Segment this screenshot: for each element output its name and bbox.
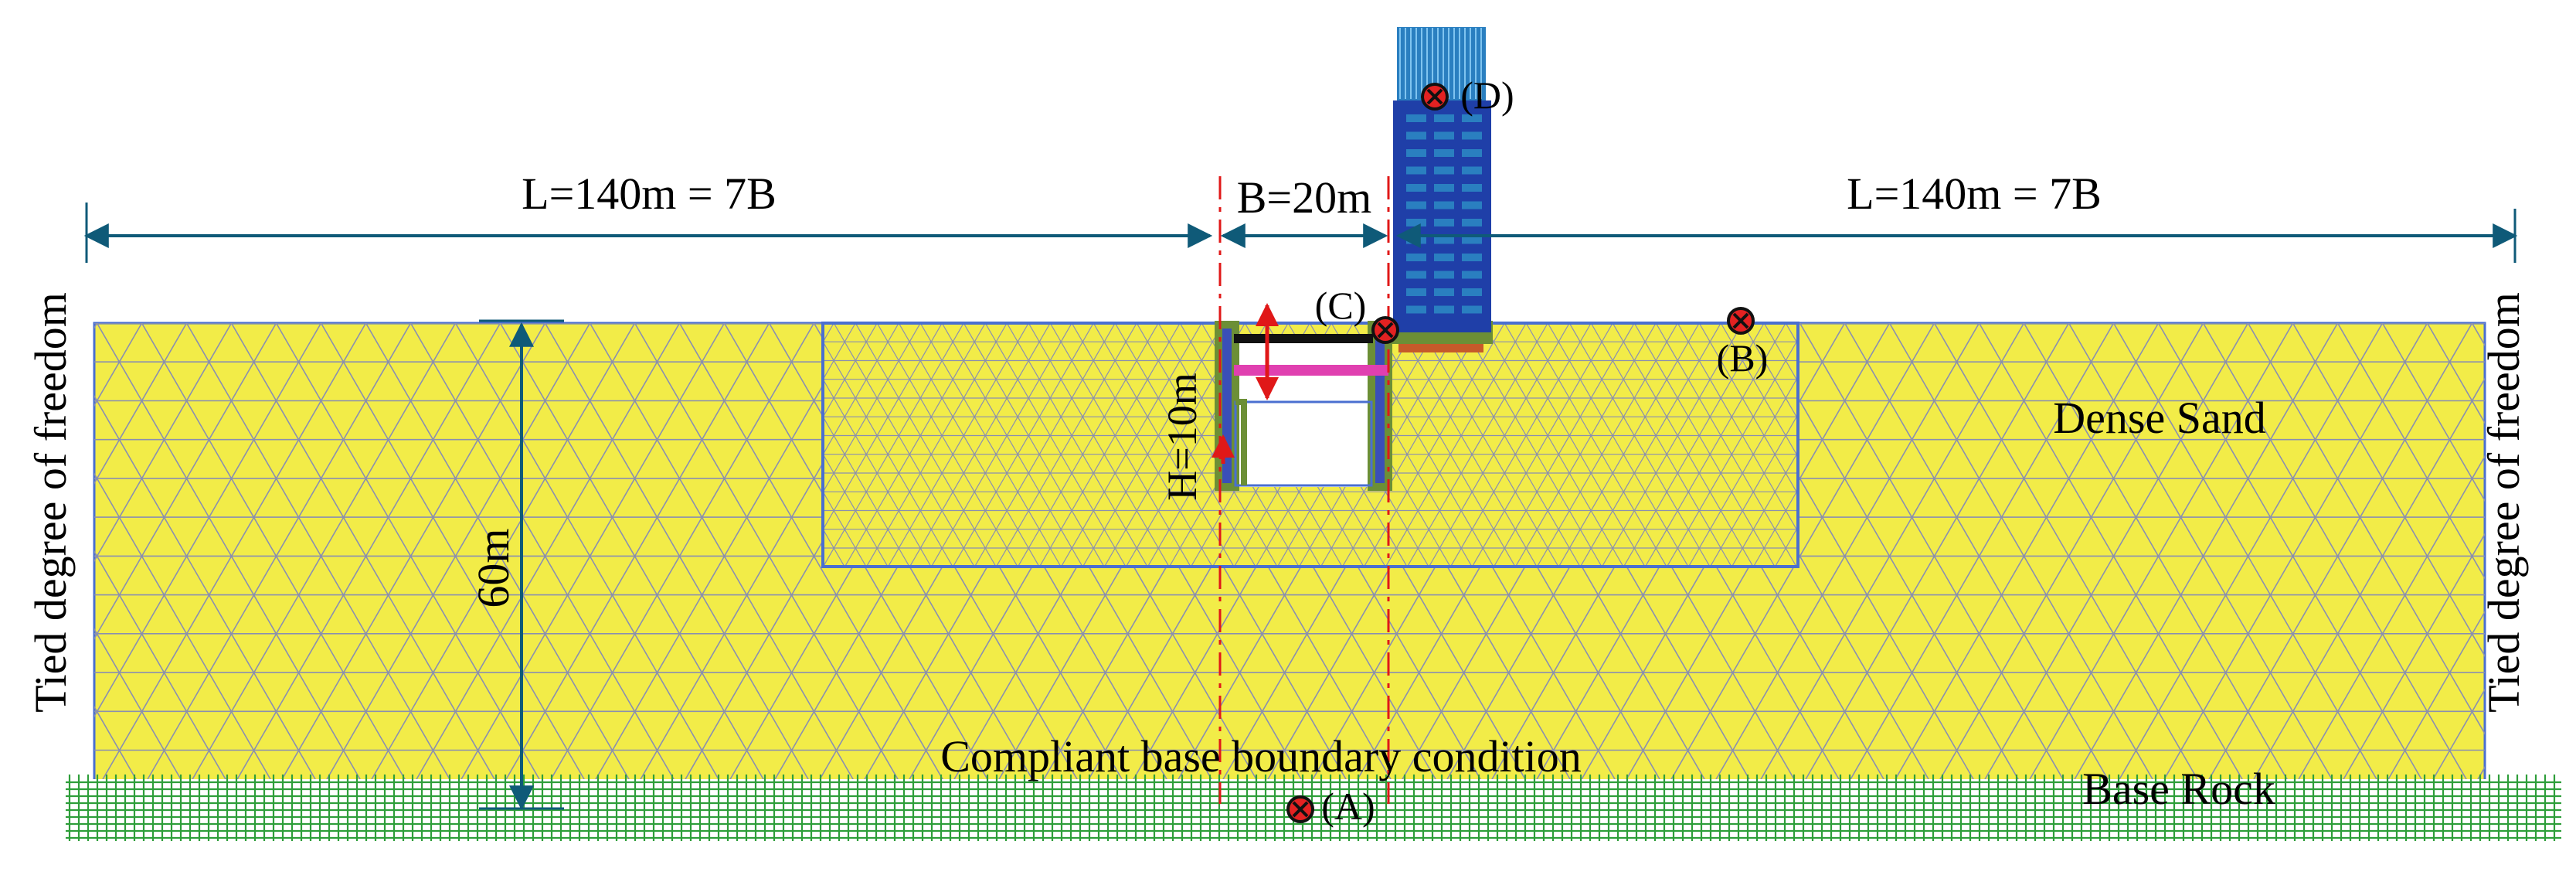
base-condition-label: Compliant base boundary condition xyxy=(940,731,1582,781)
refined-mesh-zone xyxy=(821,322,1799,568)
point-b-marker xyxy=(1727,307,1755,335)
point-a-marker xyxy=(1286,795,1314,823)
wall-height-label: H=10m xyxy=(1159,373,1205,500)
right-span-label: L=140m = 7B xyxy=(1847,169,2102,219)
right-boundary-label: Tied degree of freedom xyxy=(2479,292,2529,713)
excavation-pit xyxy=(1215,321,1392,491)
left-boundary-label: Tied degree of freedom xyxy=(25,292,76,713)
building-roof-lines xyxy=(1399,28,1482,99)
point-d-marker xyxy=(1421,83,1449,111)
soil-name-label: Dense Sand xyxy=(2053,393,2265,443)
point-c-label: (C) xyxy=(1315,284,1367,327)
excavation-void xyxy=(1234,340,1373,487)
left-span-label: L=140m = 7B xyxy=(522,169,777,219)
point-c-marker xyxy=(1371,316,1399,344)
pit-bottom-slab xyxy=(1234,400,1373,487)
point-d-label: (D) xyxy=(1460,73,1514,117)
middle-strut xyxy=(1234,365,1388,376)
excavation-width-label: B=20m xyxy=(1237,172,1372,223)
depth-label: 60m xyxy=(468,528,518,608)
point-a-label: (A) xyxy=(1321,785,1375,828)
wall-coating-bottom xyxy=(1235,399,1247,485)
top-strut xyxy=(1234,334,1373,343)
point-b-label: (B) xyxy=(1717,336,1769,380)
base-rock-label: Base Rock xyxy=(2082,764,2275,814)
right-retaining-wall xyxy=(1368,321,1392,491)
building xyxy=(1392,27,1493,352)
